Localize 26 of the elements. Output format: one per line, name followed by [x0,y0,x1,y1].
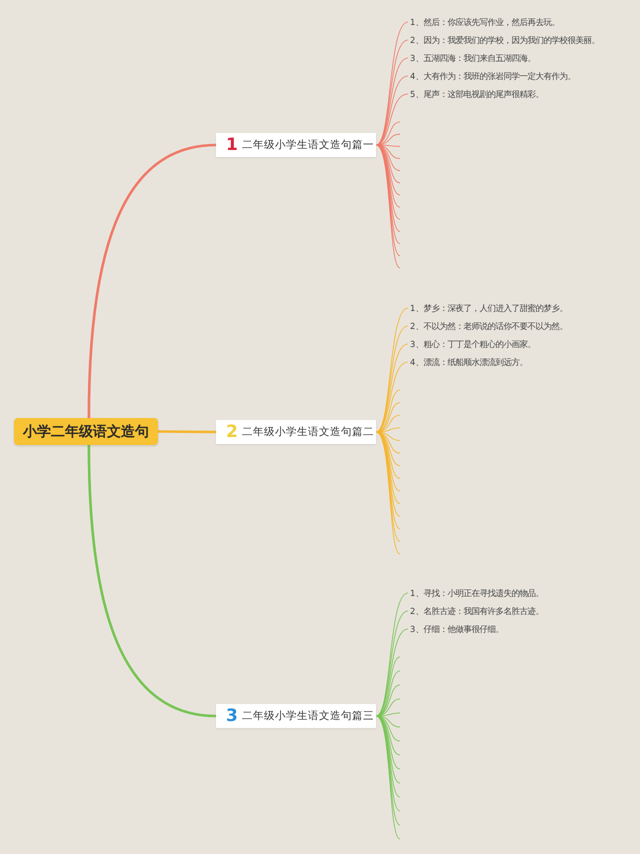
branch-topic [216,420,376,444]
example-sentence: 3、粗心：丁丁是个粗心的小画家。 [410,338,536,350]
branch-topic [216,704,376,728]
branch-number: 2 [226,424,238,440]
example-sentence: 1、寻找：小明正在寻找遗失的物品。 [410,587,544,599]
leaf-line [376,628,408,716]
example-sentence: 2、不以为然：老师说的话你不要不以为然。 [410,320,568,332]
example-sentence: 3、仔细：他做事很仔细。 [410,623,504,635]
example-sentence: 2、名胜古迹：我国有许多名胜古迹。 [410,605,544,617]
example-sentence: 1、梦乡：深夜了，人们进入了甜蜜的梦乡。 [410,302,568,314]
example-sentence: 3、五湖四海：我们来自五湖四海。 [410,52,536,64]
branch-number: 3 [226,708,238,724]
branch-curve [88,444,216,718]
branch-title: 二年级小学生语文造句篇三 [242,709,374,723]
example-sentence: 1、然后：你应该先写作业，然后再去玩。 [410,16,560,28]
example-sentence: 4、大有作为：我班的张岩同学一定大有作为。 [410,70,576,82]
branch-topic [216,133,376,157]
branch-curve [158,430,216,434]
example-sentence: 5、尾声：这部电视剧的尾声很精彩。 [410,88,544,100]
branch-title: 二年级小学生语文造句篇二 [242,425,374,439]
root-topic: 小学二年级语文造句 [14,418,158,445]
example-sentence: 2、因为：我爱我们的学校，因为我们的学校很美丽。 [410,34,600,46]
branch-title: 二年级小学生语文造句篇一 [242,138,374,152]
branch-number: 1 [226,136,238,154]
branch-curve [88,144,216,418]
example-sentence: 4、漂流：纸船顺水漂流到远方。 [410,356,528,368]
